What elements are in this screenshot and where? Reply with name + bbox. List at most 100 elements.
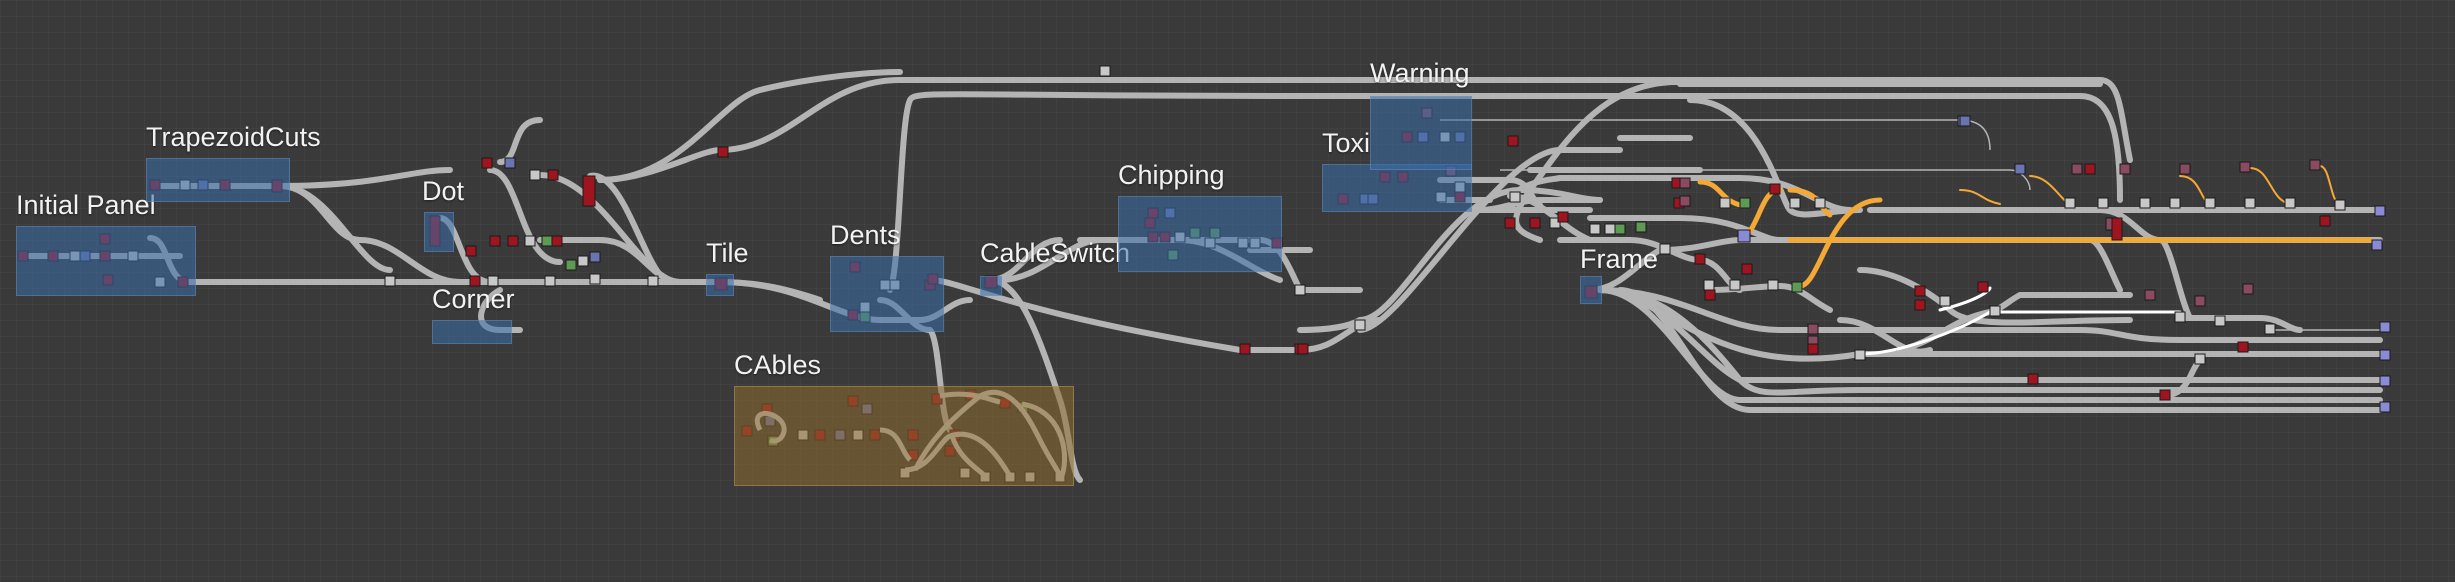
frame-toxi[interactable] <box>1322 164 1472 212</box>
gray-node[interactable] <box>1789 197 1801 209</box>
frame-warning[interactable] <box>1370 96 1472 170</box>
pink-node[interactable] <box>2239 161 2251 173</box>
gray-node[interactable] <box>2169 197 2181 209</box>
red-node[interactable] <box>489 235 501 247</box>
gray-node[interactable] <box>524 235 536 247</box>
frame-frame[interactable] <box>1580 276 1602 304</box>
red-node[interactable] <box>2237 341 2249 353</box>
red-node[interactable] <box>1557 211 1569 223</box>
violet-node[interactable] <box>2379 321 2391 333</box>
pink-node[interactable] <box>2242 283 2254 295</box>
frame-dot[interactable] <box>424 212 454 252</box>
pink-node[interactable] <box>2144 289 2156 301</box>
red-node[interactable] <box>547 169 559 181</box>
violet-node[interactable] <box>2371 239 2383 251</box>
gray-node[interactable] <box>2064 197 2076 209</box>
red-node[interactable] <box>1694 253 1706 265</box>
gray-node[interactable] <box>1703 279 1715 291</box>
gray-node[interactable] <box>1767 279 1779 291</box>
red-node[interactable] <box>1529 217 1541 229</box>
gray-node[interactable] <box>2097 197 2109 209</box>
gray-node[interactable] <box>2139 197 2151 209</box>
green-node[interactable] <box>541 235 553 247</box>
gray-node[interactable] <box>1549 217 1561 229</box>
gray-node[interactable] <box>2174 311 2186 323</box>
red-node[interactable] <box>1741 263 1753 275</box>
red-node[interactable] <box>2111 217 2123 241</box>
red-node[interactable] <box>507 235 519 247</box>
gray-node[interactable] <box>384 275 396 287</box>
red-node[interactable] <box>582 175 596 207</box>
red-node[interactable] <box>1297 343 1309 355</box>
pink-node[interactable] <box>1679 177 1691 189</box>
pink-node[interactable] <box>2309 159 2321 171</box>
violet-node[interactable] <box>2374 205 2386 217</box>
green-node[interactable] <box>1614 223 1626 235</box>
blue-node[interactable] <box>589 251 601 263</box>
red-node[interactable] <box>1807 343 1819 355</box>
gray-node[interactable] <box>577 255 589 267</box>
nodes[interactable] <box>17 65 2391 483</box>
red-node[interactable] <box>1704 289 1716 301</box>
blue-node[interactable] <box>504 157 516 169</box>
gray-node[interactable] <box>1729 279 1741 291</box>
pink-node[interactable] <box>2119 163 2131 175</box>
frame-trapezoid-cuts[interactable] <box>146 158 290 202</box>
gray-node[interactable] <box>1099 65 1111 77</box>
red-node[interactable] <box>1769 183 1781 195</box>
gray-node[interactable] <box>1589 223 1601 235</box>
red-node[interactable] <box>469 275 481 287</box>
red-node[interactable] <box>1977 281 1989 293</box>
gray-node[interactable] <box>1989 305 2001 317</box>
pink-node[interactable] <box>1807 323 1819 335</box>
red-node[interactable] <box>2159 389 2171 401</box>
violet-node[interactable] <box>2379 349 2391 361</box>
gray-node[interactable] <box>2244 197 2256 209</box>
gray-node[interactable] <box>647 275 659 287</box>
green-node[interactable] <box>1739 197 1751 209</box>
frame-tile[interactable] <box>706 274 734 296</box>
gray-node[interactable] <box>1604 223 1616 235</box>
red-node[interactable] <box>1507 135 1519 147</box>
violet-node[interactable] <box>1737 229 1751 243</box>
gray-node[interactable] <box>2194 353 2206 365</box>
red-node[interactable] <box>1914 299 1926 311</box>
green-node[interactable] <box>1635 221 1647 233</box>
red-node[interactable] <box>1239 343 1251 355</box>
red-node[interactable] <box>1914 285 1926 297</box>
green-node[interactable] <box>1791 281 1803 293</box>
pink-node[interactable] <box>2179 163 2191 175</box>
gray-node[interactable] <box>1814 197 1826 209</box>
gray-node[interactable] <box>2204 197 2216 209</box>
gray-node[interactable] <box>589 273 601 285</box>
red-node[interactable] <box>2084 163 2096 175</box>
gray-node[interactable] <box>1294 284 1306 296</box>
gray-node[interactable] <box>529 169 541 181</box>
violet-node[interactable] <box>1959 115 1971 127</box>
red-node[interactable] <box>717 146 729 158</box>
blue-node[interactable] <box>2014 163 2026 175</box>
pink-node[interactable] <box>2194 295 2206 307</box>
gray-node[interactable] <box>2264 323 2276 335</box>
gray-node[interactable] <box>487 275 499 287</box>
gray-node[interactable] <box>1659 243 1671 255</box>
red-node[interactable] <box>2027 373 2039 385</box>
gray-node[interactable] <box>1354 319 1366 331</box>
frame-corner[interactable] <box>432 320 512 344</box>
violet-node[interactable] <box>2379 375 2391 387</box>
pink-node[interactable] <box>1679 195 1691 207</box>
gray-node[interactable] <box>1854 349 1866 361</box>
gray-node[interactable] <box>544 275 556 287</box>
frame-dents[interactable] <box>830 256 944 332</box>
frame-cables[interactable] <box>734 386 1074 486</box>
red-node[interactable] <box>1504 217 1516 229</box>
gray-node[interactable] <box>1719 197 1731 209</box>
gray-node[interactable] <box>1509 191 1521 203</box>
red-node[interactable] <box>2319 215 2331 227</box>
pink-node[interactable] <box>2071 163 2083 175</box>
red-node[interactable] <box>465 245 477 257</box>
gray-node[interactable] <box>2334 199 2346 211</box>
red-node[interactable] <box>481 157 493 169</box>
frame-cable-switch[interactable] <box>980 276 1002 296</box>
